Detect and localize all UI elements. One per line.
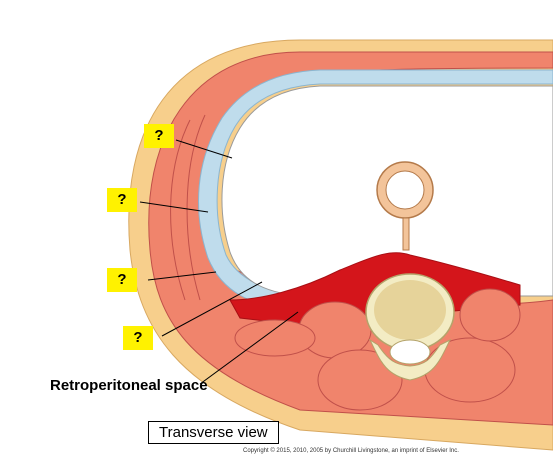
leader-line-1 (175, 139, 233, 159)
retroperitoneal-space-label: Retroperitoneal space (50, 377, 208, 394)
quadratus-lumborum (234, 319, 316, 357)
leader-line-retroperitoneal (199, 311, 299, 385)
aorta-lumen (385, 170, 425, 210)
question-box-2: ? (107, 188, 137, 212)
vertebral-arch (368, 338, 452, 381)
leader-line-4 (161, 281, 263, 337)
muscle-stripe-2 (186, 114, 206, 301)
psoas-muscle-right (459, 288, 521, 342)
view-label: Transverse view (148, 421, 279, 444)
mesentery-stalk (402, 217, 410, 251)
spinal-canal (389, 339, 431, 365)
question-box-3: ? (107, 268, 137, 292)
cancellous-bone (374, 280, 446, 340)
leader-line-3 (147, 271, 217, 281)
question-box-4: ? (123, 326, 153, 350)
copyright-text: Copyright © 2015, 2010, 2005 by Churchil… (243, 448, 459, 454)
question-box-1: ? (144, 124, 174, 148)
erector-spinae-left (317, 349, 403, 411)
leader-line-2 (139, 201, 209, 213)
